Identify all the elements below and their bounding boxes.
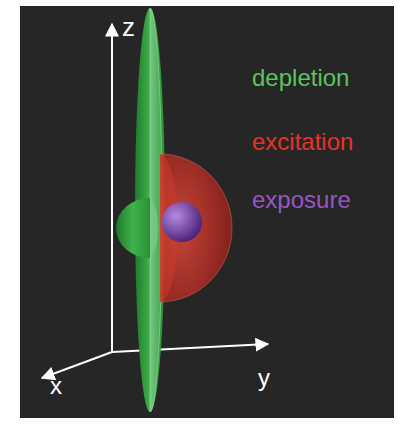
depletion-volume: [116, 8, 165, 412]
axis-label: y: [258, 366, 270, 390]
legend-word: depletion: [252, 66, 349, 90]
axis-label: z: [122, 14, 135, 40]
excitation-volume: [160, 154, 232, 302]
legend-word: excitation: [252, 130, 353, 154]
legend-word: exposure: [252, 188, 351, 212]
background: [20, 6, 394, 418]
axis-label: x: [50, 374, 62, 398]
exposure-volume: [162, 202, 202, 242]
